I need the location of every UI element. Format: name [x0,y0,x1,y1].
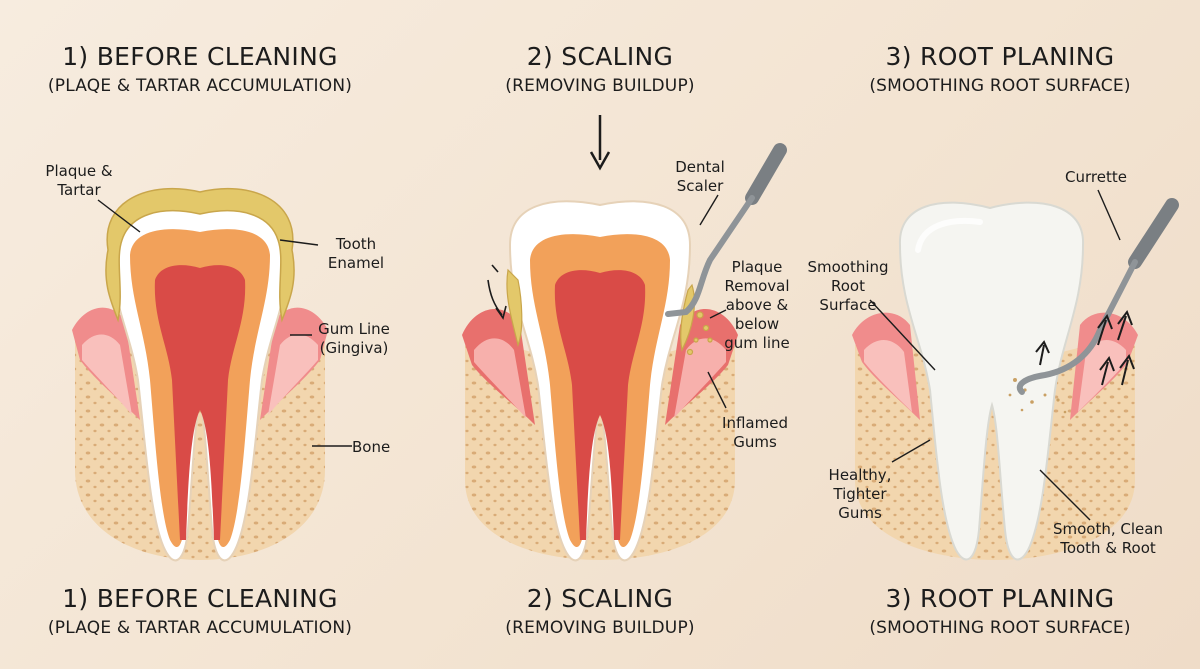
panel-bottom-title: 2) SCALING [526,584,674,613]
tartar [105,187,295,323]
gums [72,307,328,420]
label-tooth-enamel: Tooth Enamel [327,235,385,272]
panel-subtitle: (PLAQE & TARTAR ACCUMULATION) [47,76,353,96]
label-curette: Currette [1065,168,1127,186]
panel-bottom-subtitle: (SMOOTHING ROOT SURFACE) [869,618,1131,638]
debris [1008,378,1067,414]
panel-title: 1) BEFORE CLEANING [62,42,338,71]
panel-scaling: 2) SCALING (REMOVING BUILDUP) [400,0,800,669]
motion-arrows [487,264,507,320]
inflamed-gums [462,308,738,425]
panel-bottom-title: 3) ROOT PLANING [885,584,1115,613]
panel-subtitle: (SMOOTHING ROOT SURFACE) [869,76,1131,96]
tooth-illustration-before [72,187,352,562]
label-smoothing-root-surface: Smoothing Root Surface [807,258,889,314]
label-clean-tooth-root: Smooth, Clean Tooth & Root [1053,520,1163,557]
upward-arrows [1035,309,1135,386]
panel-bottom-subtitle: (REMOVING BUILDUP) [505,618,695,638]
bone [75,337,325,560]
down-arrow-icon [589,115,611,171]
panel-bottom-title: 1) BEFORE CLEANING [62,584,338,613]
label-gum-line: Gum Line (Gingiva) [318,320,390,357]
clean-tooth [898,201,1085,561]
panel-subtitle: (REMOVING BUILDUP) [505,76,695,96]
label-inflamed-gums: Inflamed Gums [722,414,788,451]
panel-title: 2) SCALING [526,42,674,71]
label-plaque-removal: Plaque Removal above & below gum line [724,258,790,352]
panel-bottom-subtitle: (PLAQE & TARTAR ACCUMULATION) [47,618,353,638]
tartar-fragments [506,268,713,356]
panel-root-planing: 3) ROOT PLANING (SMOOTHING ROOT SURFACE) [800,0,1200,669]
bone [465,342,735,560]
bone [855,342,1135,560]
leader-lines [97,199,352,447]
tooth [508,200,692,562]
leader-lines [869,189,1121,521]
leader-lines [699,194,727,409]
label-dental-scaler: Dental Scaler [675,158,725,195]
tooth-illustration-scaling [462,115,787,562]
curette-icon [1016,198,1179,395]
dental-scaler-icon [665,143,787,317]
tooth [108,195,292,562]
panel-before-cleaning: 1) BEFORE CLEANING (PLAQE & TARTAR ACCUM… [0,0,400,669]
panel-title: 3) ROOT PLANING [885,42,1115,71]
label-plaque-tartar: Plaque & Tartar [45,162,113,199]
label-bone: Bone [352,438,391,456]
label-healthy-gums: Healthy, Tighter Gums [828,466,892,522]
tooth-illustration-root-planing [852,189,1179,561]
